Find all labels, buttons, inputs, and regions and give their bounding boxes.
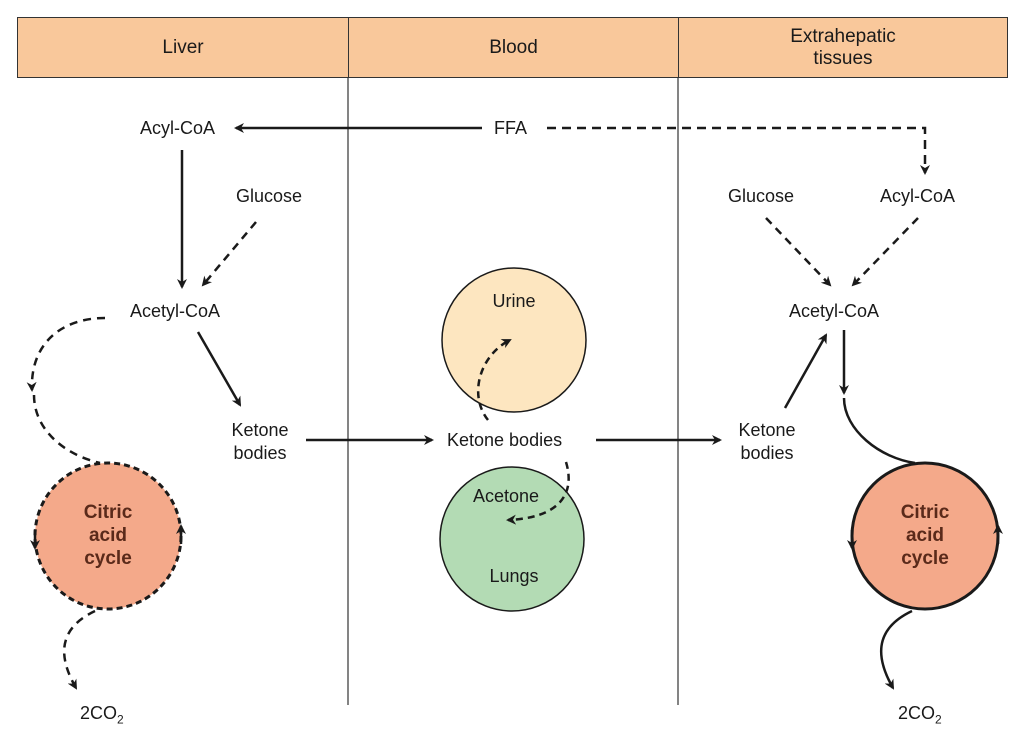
liver-cycle-line2: acid: [88, 525, 128, 546]
liver-ketone-bodies-label: Ketone bodies: [224, 419, 296, 465]
extra-cycle-line2: acid: [905, 525, 945, 546]
column-header-blood: Blood: [348, 17, 679, 78]
liver-citric-cycle-label: Citric acid cycle: [58, 501, 158, 570]
column-title-liver: Liver: [162, 36, 204, 58]
lungs-circle: [439, 466, 585, 612]
arrow-liver-glucose-to-acetylcoa: [201, 221, 257, 287]
liver-glucose-label: Glucose: [236, 186, 303, 206]
arrow-extra-ketone-to-acetylcoa: [783, 333, 828, 409]
liver-ketone-line1: Ketone: [231, 420, 289, 440]
blood-ketone-bodies-label: Ketone bodies: [447, 430, 563, 450]
extra-ketone-line1: Ketone: [738, 420, 796, 440]
extra-glucose-label: Glucose: [728, 186, 795, 206]
extra-cycle-line1: Citric: [900, 502, 950, 523]
liver-cycle-line3: cycle: [84, 548, 132, 569]
extra-citric-cycle-label: Citric acid cycle: [875, 501, 975, 570]
extra-co2-text: 2CO: [898, 703, 936, 723]
extra-ketone-bodies-label: Ketone bodies: [731, 419, 803, 465]
arrow-ketone-to-acetone: [506, 461, 570, 525]
acetone-label: Acetone: [472, 486, 540, 506]
extra-co2-subscript: 2: [935, 712, 942, 727]
urine-circle: [441, 267, 587, 413]
column-header-liver: Liver: [17, 17, 349, 78]
arrow-ffa-to-extra-acylcoa: [547, 126, 930, 175]
arrow-extra-cycle-to-co2: [879, 609, 913, 690]
blood-ffa-label: FFA: [494, 118, 528, 138]
liver-co2-subscript: 2: [117, 712, 124, 727]
extra-acetylcoa-to-cycle: [842, 397, 916, 465]
urine-label: Urine: [492, 291, 536, 311]
liver-acetyl-coa-label: Acetyl-CoA: [130, 301, 221, 321]
column-header-extrahepatic: Extrahepatic tissues: [678, 17, 1008, 78]
arrow-liver-acetylcoa-loop: [26, 316, 106, 392]
column-title-extrahepatic-line2: tissues: [813, 47, 873, 69]
liver-ketone-line2: bodies: [233, 443, 287, 463]
arrow-acetylcoa-to-liver-ketone: [196, 331, 242, 407]
lungs-label: Lungs: [489, 566, 539, 586]
liver-acyl-coa-label: Acyl-CoA: [140, 118, 216, 138]
extra-ketone-line2: bodies: [740, 443, 794, 463]
liver-co2-label: 2CO2: [80, 703, 124, 727]
arrow-extra-acylcoa-to-acetylcoa: [851, 217, 919, 287]
liver-cycle-line1: Citric: [83, 502, 133, 523]
extra-acyl-coa-label: Acyl-CoA: [880, 186, 956, 206]
extra-cycle-line3: cycle: [901, 548, 949, 569]
extra-co2-label: 2CO2: [898, 703, 942, 727]
column-title-blood: Blood: [489, 36, 538, 58]
liver-co2-text: 2CO: [80, 703, 118, 723]
arrow-liver-cycle-to-co2: [62, 609, 96, 690]
extra-acetyl-coa-label: Acetyl-CoA: [789, 301, 880, 321]
liver-loop-to-cycle: [32, 394, 101, 465]
arrow-extra-glucose-to-acetylcoa: [765, 217, 832, 287]
column-title-extrahepatic-line1: Extrahepatic: [790, 25, 896, 47]
